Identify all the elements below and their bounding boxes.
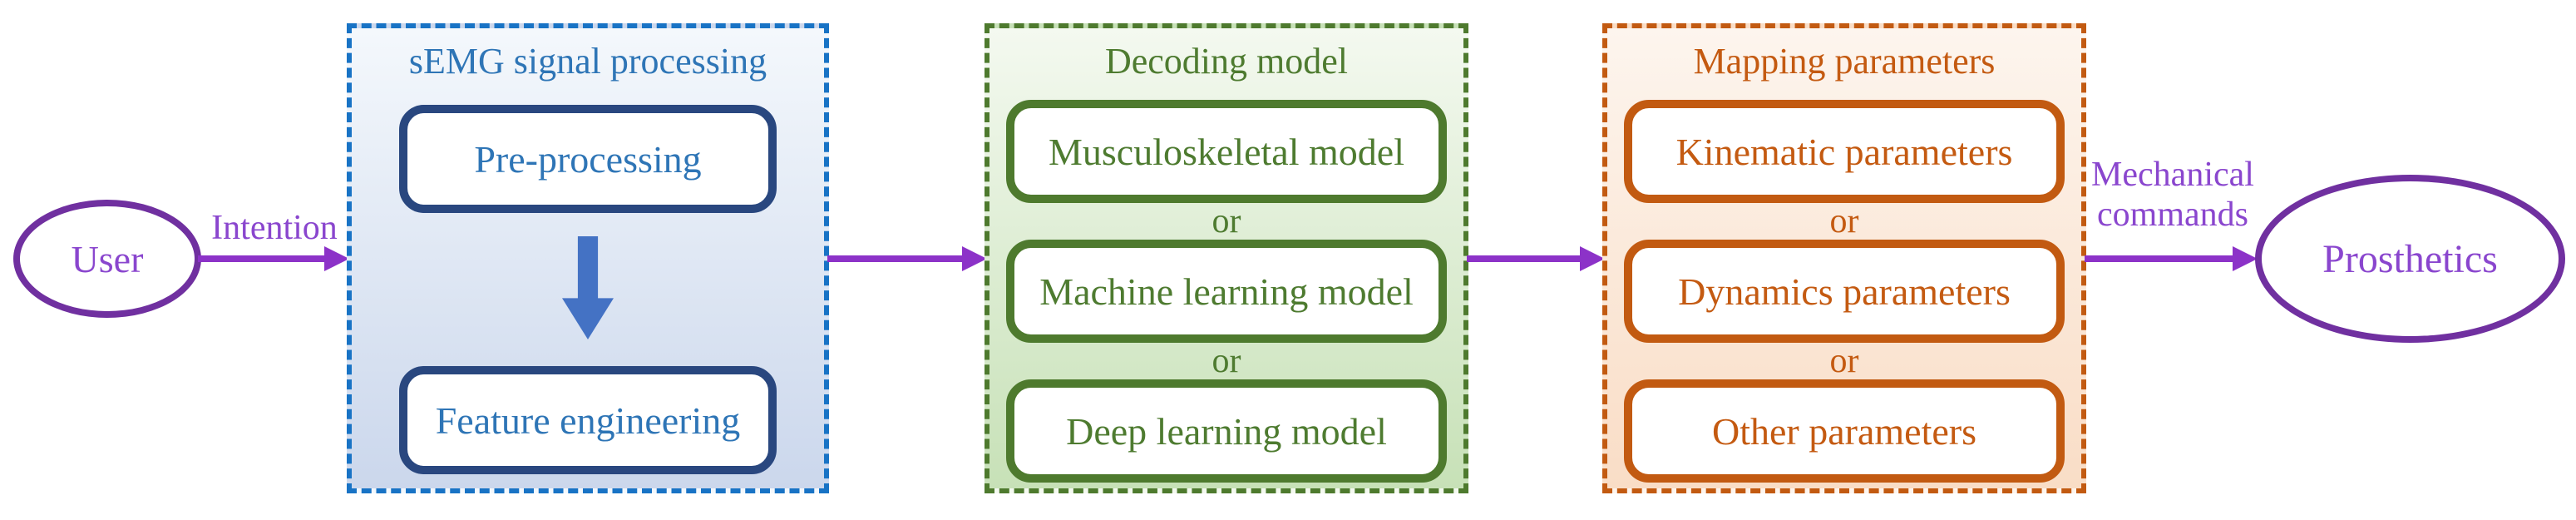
arrow-user-to-semg-icon [198, 245, 349, 272]
semg-signal-processing-group: sEMG signal processing Pre-processing Fe… [347, 23, 829, 493]
preprocessing-box: Pre-processing [399, 105, 777, 213]
mechanical-commands-line2: commands [2097, 196, 2248, 234]
intention-edge-label: Intention [211, 209, 338, 247]
or-separator: or [1212, 202, 1241, 240]
or-separator: or [1829, 342, 1859, 380]
down-arrow-icon [562, 236, 614, 339]
other-parameters-label: Other parameters [1711, 409, 1976, 453]
preprocessing-label: Pre-processing [474, 137, 702, 181]
arrow-line [198, 255, 331, 262]
machine-learning-model-label: Machine learning model [1039, 270, 1414, 313]
user-node-label: User [71, 237, 144, 280]
arrow-line [1467, 255, 1587, 262]
musculoskeletal-model-label: Musculoskeletal model [1049, 130, 1404, 173]
mapping-parameters-group: Mapping parameters Kinematic parameters … [1602, 23, 2086, 493]
user-node: User [13, 200, 201, 318]
mechanical-commands-edge-label: Mechanical commands [2074, 155, 2272, 235]
dynamics-parameters-box: Dynamics parameters [1624, 240, 2065, 343]
mapping-group-title: Mapping parameters [1693, 41, 1996, 82]
arrow-head-icon [962, 245, 987, 272]
arrow-head-icon [324, 245, 349, 272]
prosthetics-node: Prosthetics [2255, 175, 2565, 343]
arrow-line [2085, 255, 2239, 262]
feature-engineering-box: Feature engineering [399, 366, 777, 474]
arrow-head-icon [2233, 245, 2258, 272]
mechanical-commands-line1: Mechanical [2091, 156, 2254, 194]
decoding-model-group: Decoding model Musculoskeletal model or … [985, 23, 1468, 493]
deep-learning-model-box: Deep learning model [1006, 379, 1447, 483]
or-separator: or [1829, 202, 1859, 240]
prosthetics-node-label: Prosthetics [2322, 236, 2498, 281]
dynamics-parameters-label: Dynamics parameters [1678, 270, 2011, 313]
arrow-line [827, 255, 969, 262]
arrow-head-icon [1580, 245, 1605, 272]
kinematic-parameters-label: Kinematic parameters [1675, 130, 2013, 173]
musculoskeletal-model-box: Musculoskeletal model [1006, 100, 1447, 203]
semg-group-title: sEMG signal processing [408, 41, 767, 82]
arrow-decoding-to-mapping-icon [1467, 245, 1605, 272]
feature-engineering-label: Feature engineering [435, 399, 741, 442]
machine-learning-model-box: Machine learning model [1006, 240, 1447, 343]
arrow-mapping-to-prosthetics-icon [2085, 245, 2258, 272]
other-parameters-box: Other parameters [1624, 379, 2065, 483]
deep-learning-model-label: Deep learning model [1066, 409, 1387, 453]
arrow-semg-to-decoding-icon [827, 245, 987, 272]
decoding-group-title: Decoding model [1104, 41, 1349, 82]
or-separator: or [1212, 342, 1241, 380]
kinematic-parameters-box: Kinematic parameters [1624, 100, 2065, 203]
